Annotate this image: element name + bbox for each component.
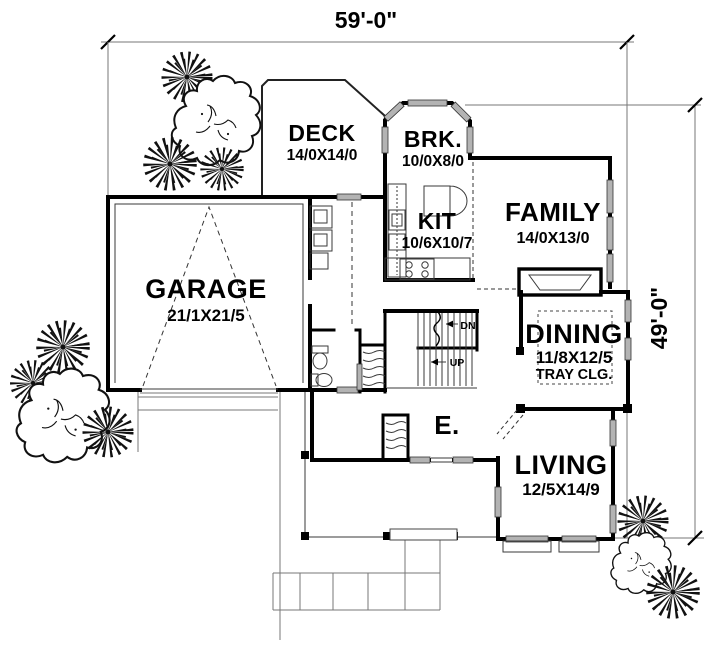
dimension-tick: [687, 97, 703, 113]
window: [381, 126, 389, 154]
deck-size: 14/0X14/0: [287, 147, 358, 164]
kit-size: 10/6X10/7: [402, 235, 473, 252]
toilet: [312, 352, 328, 370]
window: [609, 419, 617, 447]
dimension-tick: [687, 530, 703, 546]
brk-label: BRK.: [404, 126, 462, 152]
living-room: [494, 407, 617, 553]
powder-room: [308, 328, 362, 394]
kitchen-room: [383, 156, 475, 282]
sidelight-window: [409, 456, 431, 464]
deck-label: DECK: [288, 120, 355, 146]
closet-door: [356, 363, 363, 391]
dining-size: 11/8X12/5: [536, 348, 613, 367]
closet-rod-hatch: [362, 350, 386, 386]
width-dimension-label: 59'-0": [335, 7, 397, 33]
window: [606, 216, 614, 251]
family-label: FAMILY: [505, 197, 601, 227]
window: [383, 101, 405, 122]
tray-ceiling-outline: [537, 310, 613, 385]
stair-break-line: [433, 311, 441, 347]
front-stoop: [389, 528, 458, 541]
window: [494, 486, 502, 518]
washer: [309, 205, 333, 229]
stair-down-label: DN: [460, 320, 475, 332]
breakfast-room: [381, 99, 474, 160]
front-walkway: [272, 539, 441, 611]
dining-room: [516, 290, 632, 413]
entry-label: E.: [434, 410, 460, 440]
window-box: [558, 540, 600, 553]
room-labels: DECK 14/0X14/0 BRK. 10/0X8/0 KIT 10/6X10…: [145, 120, 623, 499]
entry-foyer: [310, 388, 524, 464]
window: [466, 126, 474, 154]
garage-ridge-lines: [142, 205, 277, 387]
porch: [301, 392, 498, 541]
window: [606, 179, 614, 214]
stair-treads: [423, 313, 473, 386]
dryer: [309, 229, 333, 252]
pantry-closet: [356, 309, 387, 394]
garage-label: GARAGE: [145, 274, 267, 304]
powder-door: [336, 386, 359, 394]
window: [609, 504, 617, 534]
brk-size: 10/0X8/0: [402, 153, 464, 170]
toilet-tank: [311, 345, 329, 354]
window: [450, 101, 472, 123]
window: [561, 535, 597, 543]
window: [624, 337, 632, 361]
window: [407, 99, 448, 107]
living-size: 12/5X14/9: [522, 480, 600, 499]
window: [624, 299, 632, 323]
window: [606, 253, 614, 283]
living-label: LIVING: [514, 450, 607, 480]
dining-note: TRAY CLG.: [536, 367, 613, 383]
window-box: [502, 540, 552, 553]
height-dimension-label: 49'-0": [646, 287, 672, 349]
stair-down-arrow: [446, 320, 453, 328]
stair-up-label: UP: [450, 357, 465, 369]
kitchen-sink-cabinet: [423, 185, 468, 217]
kitchen-appliance: [388, 209, 406, 231]
stair-up-arrow: [431, 358, 438, 366]
fireplace: [517, 267, 603, 297]
family-room: [468, 156, 614, 290]
closet-rod-hatch: [385, 421, 407, 449]
range: [399, 258, 435, 280]
window: [505, 535, 549, 543]
window: [336, 193, 362, 201]
entry-closet: [381, 413, 410, 460]
dining-label: DINING: [525, 319, 623, 349]
garage-room: [106, 195, 387, 394]
sink: [315, 373, 333, 387]
laundry-tub: [309, 252, 329, 270]
kitchen-counter-south: [384, 257, 471, 281]
front-door-opening: [431, 456, 452, 464]
family-size: 14/0X13/0: [517, 230, 590, 247]
staircase: DN UP: [383, 309, 479, 389]
angled-opening: [496, 409, 524, 440]
kitchen-counter: [387, 183, 407, 278]
sidelight-window: [452, 456, 474, 464]
driveway: [137, 391, 281, 640]
garage-size: 21/1X21/5: [167, 306, 245, 325]
kit-label: KIT: [418, 208, 457, 234]
dimension-annotations: 59'-0" 49'-0": [100, 7, 704, 546]
laundry-hall: [309, 193, 362, 326]
